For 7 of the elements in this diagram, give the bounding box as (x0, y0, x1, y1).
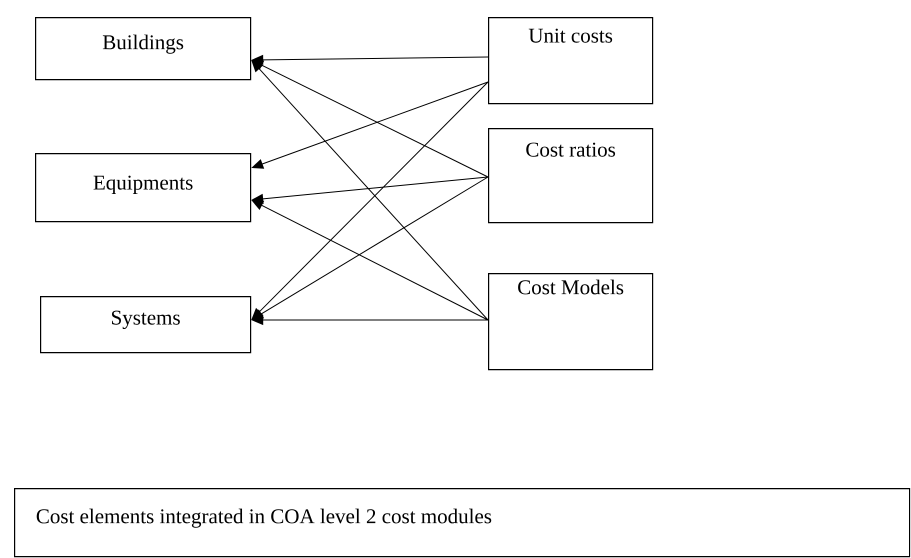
caption-box: Cost elements integrated in COA level 2 cost modules (14, 488, 910, 558)
cost-box: Equipments (35, 153, 252, 222)
cost-box: Cost Models (488, 273, 654, 370)
cost-box: Buildings (35, 17, 252, 80)
cost-box: Systems (40, 296, 252, 354)
cost-box: Cost ratios (488, 128, 654, 224)
cost-box: Unit costs (488, 17, 654, 104)
